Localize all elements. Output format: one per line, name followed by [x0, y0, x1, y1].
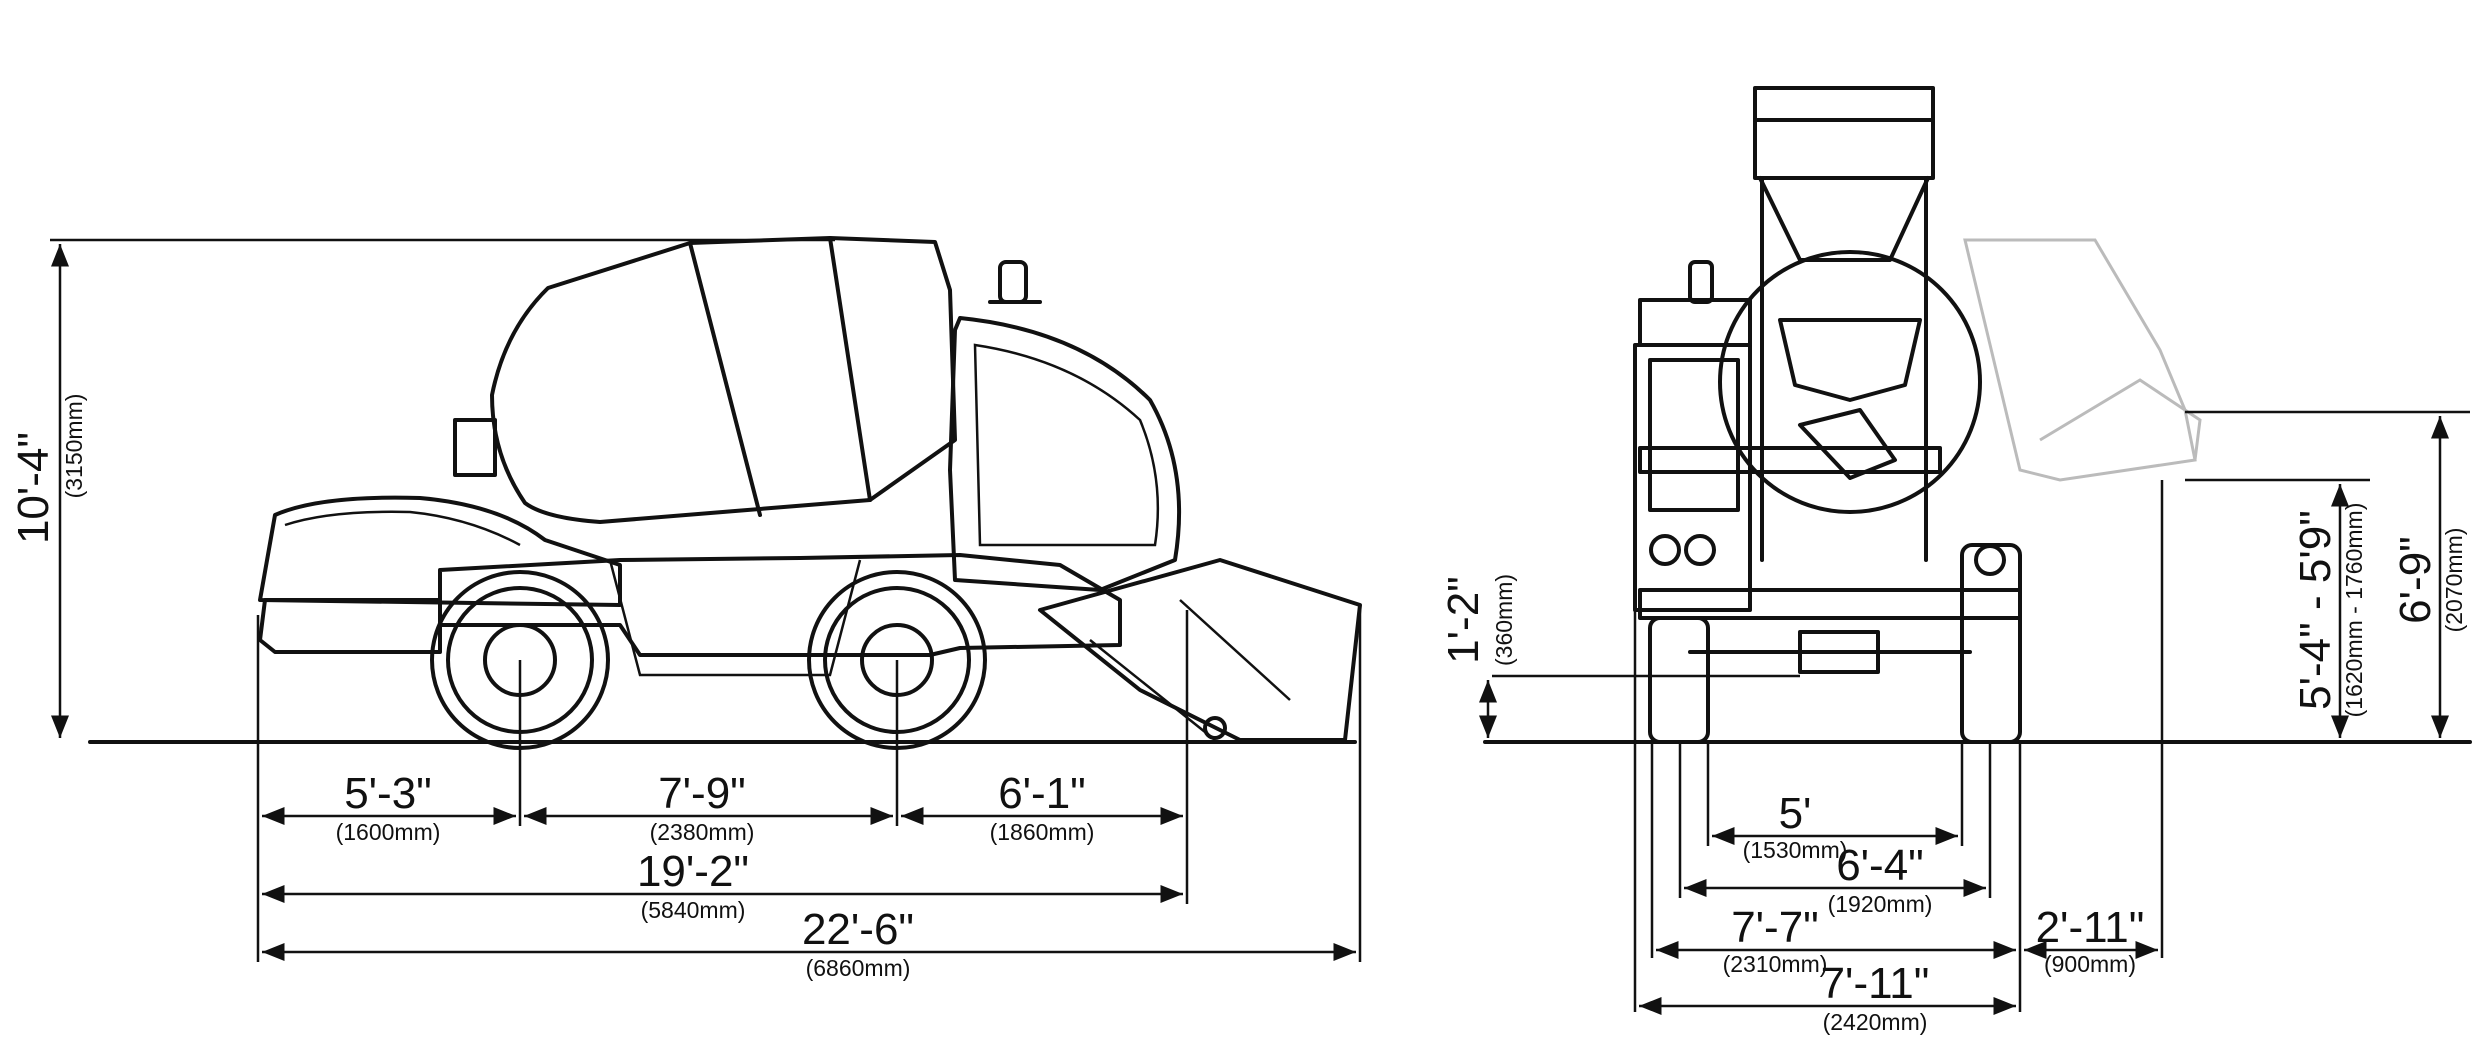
- mixing-drum: [490, 236, 957, 524]
- beacon-light: [998, 260, 1028, 304]
- hopper-funnel: [1758, 176, 1930, 262]
- engine-hood: [258, 495, 622, 607]
- rotated-chute-ghost: [1963, 238, 2197, 482]
- drum-band: [828, 236, 872, 502]
- overall-length-ft-label: 22'-6": [802, 905, 914, 954]
- length-mm-label: (5840mm): [641, 897, 746, 923]
- rotated-chute-ghost: [2039, 378, 2202, 461]
- inner-track-ft-label: 5': [1779, 789, 1812, 838]
- beacon-light-front: [1688, 260, 1714, 304]
- bucket-arm: [1179, 599, 1291, 701]
- height-ft-label: 10'-4": [9, 432, 58, 544]
- overall-width-mm-label: (2420mm): [1823, 1009, 1928, 1035]
- cab-window-front: [1648, 358, 1740, 512]
- front-overhang-ft-label: 5'-3": [344, 769, 432, 818]
- bucket-arm: [1089, 639, 1216, 741]
- rear-overhang-ft-label: 6'-1": [998, 769, 1086, 818]
- height-mm-label: (3150mm): [61, 394, 87, 499]
- chute-reach-ft-label: 2'-11": [2036, 903, 2145, 952]
- discharge-height-ft-label: 5'-4" - 5'9": [2291, 510, 2340, 710]
- rear-overhang-mm-label: (1860mm): [990, 819, 1095, 845]
- left-wheel-front: [1648, 616, 1710, 744]
- inner-track-mm-label: (1530mm): [1743, 837, 1848, 863]
- overall-width-ft-label: 7'-11": [1821, 959, 1930, 1008]
- side-view: 10'-4" (3150mm) 5'-3" (1600mm) 7'-9" (23…: [9, 236, 1362, 981]
- hood-line: [284, 510, 521, 547]
- ground-clearance-ft-label: 1'-2": [1439, 576, 1488, 664]
- wheelbase-ft-label: 7'-9": [658, 769, 746, 818]
- chassis-panel: [608, 559, 862, 677]
- discharge-chute: [1798, 408, 1897, 480]
- cross-member: [1638, 446, 1942, 474]
- cab-roof-front: [1638, 298, 1752, 347]
- max-height-mm-label: (2070mm): [2441, 528, 2467, 633]
- loading-hopper: [1753, 86, 1935, 180]
- operator-cab: [948, 316, 1182, 592]
- headlight: [1649, 534, 1681, 566]
- side-mirror: [453, 418, 497, 477]
- headlight: [1684, 534, 1716, 566]
- track-mm-label: (1920mm): [1828, 891, 1933, 917]
- cab-window: [973, 343, 1160, 547]
- outer-width-mm-label: (2310mm): [1723, 951, 1828, 977]
- discharge-height-mm-label: (1620mm - 1760mm): [2341, 503, 2367, 718]
- ground-clearance-mm-label: (360mm): [1491, 574, 1517, 666]
- right-light: [1974, 544, 2006, 576]
- loading-bucket: [1038, 558, 1362, 742]
- track-ft-label: 6'-4": [1836, 841, 1924, 890]
- chassis: [438, 553, 1122, 657]
- overall-length-mm-label: (6860mm): [806, 955, 911, 981]
- drum-band: [688, 241, 762, 517]
- front-mixer-vehicle: [1633, 86, 2022, 744]
- front-body: [258, 598, 442, 654]
- front-view: 1'-2" (360mm) 5'-4" - 5'9" (1620mm - 176…: [1439, 86, 2472, 1035]
- length-ft-label: 19'-2": [637, 847, 749, 896]
- outer-width-ft-label: 7'-7": [1731, 903, 1819, 952]
- bucket-hinge: [1203, 716, 1227, 740]
- drum-front: [1718, 250, 1982, 514]
- side-mixer-vehicle: [258, 236, 1362, 750]
- drum-opening: [1778, 318, 1922, 402]
- wheelbase-mm-label: (2380mm): [650, 819, 755, 845]
- max-height-ft-label: 6'-9": [2391, 536, 2440, 624]
- cab-front: [1633, 343, 1752, 612]
- front-overhang-mm-label: (1600mm): [336, 819, 441, 845]
- chute-reach-mm-label: (900mm): [2044, 951, 2136, 977]
